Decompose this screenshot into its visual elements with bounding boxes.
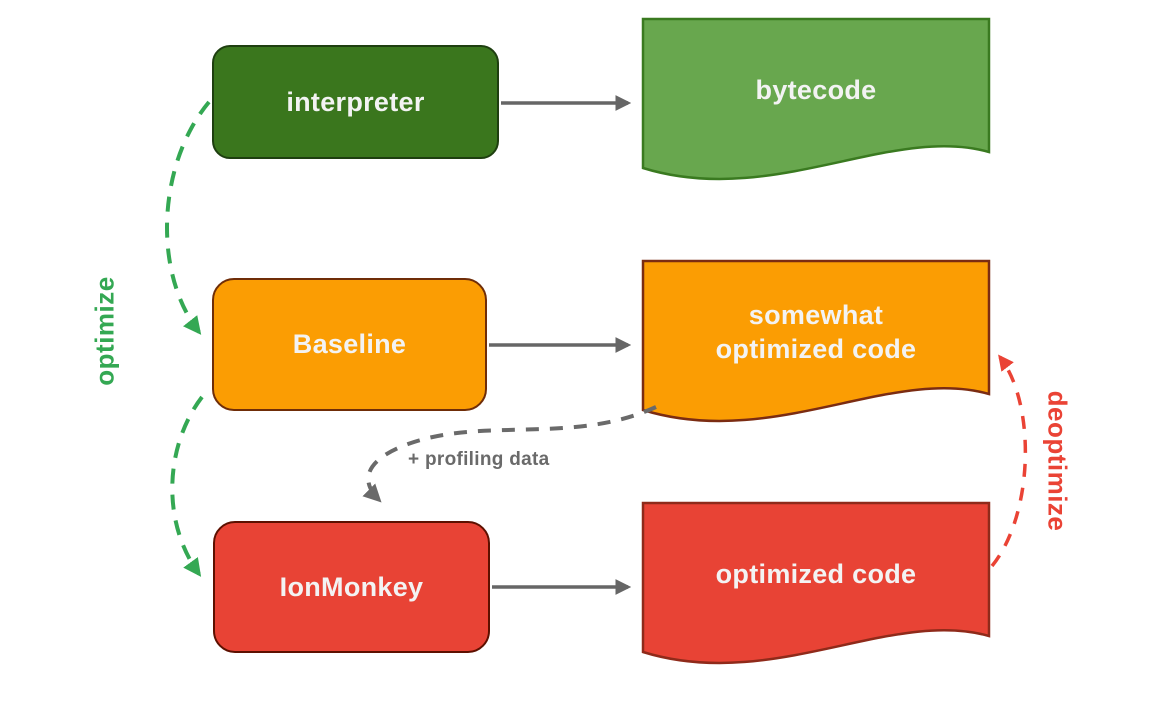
baseline-node: Baseline (212, 278, 487, 411)
deoptimize-edge-label: deoptimize (1042, 390, 1073, 532)
interpreter-label: interpreter (286, 86, 425, 117)
document-shape (641, 17, 991, 181)
ionmonkey-label: IonMonkey (279, 571, 424, 602)
bytecode-document: bytecode (641, 17, 991, 188)
profiling-data-label: + profiling data (408, 449, 550, 470)
document-outline (641, 259, 991, 423)
interpreter-node: interpreter (212, 45, 499, 159)
document-shape (641, 259, 991, 423)
document-outline (641, 501, 991, 665)
document-outline (641, 17, 991, 181)
baseline-label: Baseline (292, 329, 407, 359)
optimize-arrow-baseline-to-ionmonkey (170, 395, 204, 577)
optimize-arrow-interpreter-to-baseline (165, 100, 211, 335)
document-shape (641, 501, 991, 665)
optimized-code-label: optimized code (715, 558, 917, 589)
deoptimize-arrow (990, 354, 1028, 568)
optimize-edge-label: optimize (89, 276, 120, 386)
somewhat-optimized-label: somewhat optimized code (715, 299, 917, 364)
bytecode-label: bytecode (755, 74, 877, 105)
optimized-code-document: optimized code (641, 501, 991, 672)
somewhat-optimized-document: somewhat optimized code (641, 259, 991, 430)
ionmonkey-node: IonMonkey (213, 521, 490, 653)
